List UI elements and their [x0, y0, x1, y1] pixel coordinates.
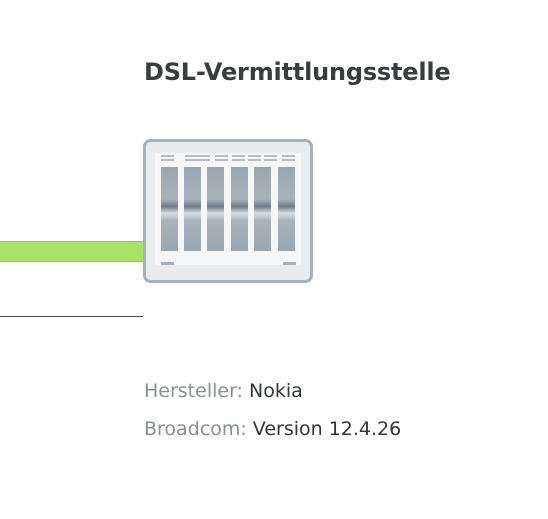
manufacturer-value: Nokia: [249, 380, 303, 402]
manufacturer-row: Hersteller: Nokia: [144, 380, 303, 402]
dslam-icon: [143, 139, 313, 283]
divider-line: [0, 316, 143, 317]
firmware-value: Version 12.4.26: [252, 418, 402, 440]
firmware-row: Broadcom: Version 12.4.26: [144, 418, 401, 440]
connection-line: [0, 241, 146, 262]
firmware-label: Broadcom:: [144, 418, 247, 440]
device-title: DSL-Vermittlungsstelle: [144, 58, 451, 86]
manufacturer-label: Hersteller:: [144, 380, 243, 402]
